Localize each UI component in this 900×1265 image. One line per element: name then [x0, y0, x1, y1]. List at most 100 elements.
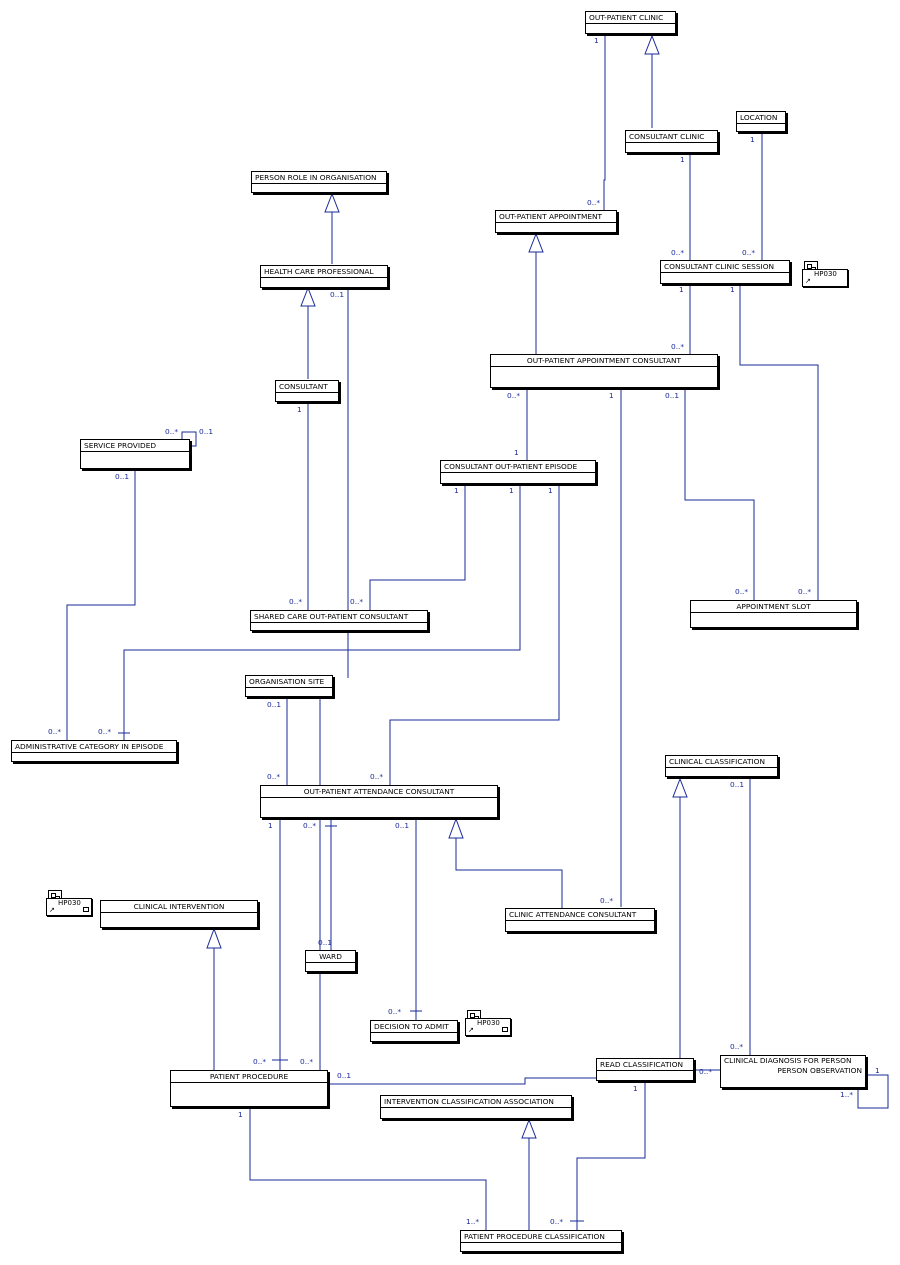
multiplicity: 0..* [671, 342, 685, 351]
entity-clinical-diagnosis-for-person[interactable]: CLINICAL DIAGNOSIS FOR PERSON PERSON OBS… [720, 1055, 866, 1088]
multiplicity: 0..* [300, 1057, 314, 1066]
multiplicity: 1 [609, 391, 614, 400]
entity-consultant-outpatient-episode[interactable]: CONSULTANT OUT-PATIENT EPISODE [440, 460, 596, 484]
gen-arrow [521, 1118, 537, 1139]
lock-icon [502, 1027, 508, 1032]
package-label: HP030 [58, 899, 81, 907]
gen-arrow [448, 817, 464, 839]
gen-arrow [528, 232, 544, 253]
entity-clinic-attendance-consultant[interactable]: CLINIC ATTENDANCE CONSULTANT [505, 908, 655, 932]
entity-consultant[interactable]: CONSULTANT [275, 380, 339, 402]
multiplicity: 1 [454, 486, 459, 495]
multiplicity: 0..1 [330, 290, 345, 299]
entity-label: READ CLASSIFICATION [597, 1059, 693, 1071]
entity-outpatient-appointment-consultant[interactable]: OUT-PATIENT APPOINTMENT CONSULTANT [490, 354, 718, 388]
entity-read-classification[interactable]: READ CLASSIFICATION [596, 1058, 694, 1081]
multiplicity: 1 [594, 36, 599, 45]
multiplicity: 0..* [388, 1007, 402, 1016]
shortcut-arrow-icon: ↗ [805, 277, 811, 285]
entity-intervention-classification-association[interactable]: INTERVENTION CLASSIFICATION ASSOCIATION [380, 1095, 572, 1119]
multiplicity: 0..* [48, 727, 62, 736]
entity-label: PATIENT PROCEDURE CLASSIFICATION [461, 1231, 621, 1243]
assoc-episode-opat [389, 484, 560, 785]
entity-consultant-clinic-session[interactable]: CONSULTANT CLINIC SESSION [660, 260, 790, 284]
entity-patient-procedure[interactable]: PATIENT PROCEDURE [170, 1070, 328, 1107]
entity-clinical-classification[interactable]: CLINICAL CLASSIFICATION [665, 755, 778, 777]
entity-label: OUT-PATIENT ATTENDANCE CONSULTANT [261, 786, 497, 798]
multiplicity: 0..1 [199, 427, 214, 436]
gen-cac-opat [455, 838, 563, 908]
entity-ward[interactable]: WARD [305, 950, 356, 972]
multiplicity: 0..* [253, 1057, 267, 1066]
entity-clinical-intervention[interactable]: CLINICAL INTERVENTION [100, 900, 258, 928]
multiplicity: 0..* [587, 198, 601, 207]
assoc-service-self [181, 431, 197, 447]
multiplicity: 1 [679, 285, 684, 294]
entity-shared-care-outpatient-consultant[interactable]: SHARED CARE OUT-PATIENT CONSULTANT [250, 610, 428, 631]
assoc-procedure-read [328, 1077, 596, 1085]
entity-label: WARD [306, 951, 355, 963]
entity-label: APPOINTMENT SLOT [691, 601, 856, 613]
assoc-session-slot [739, 285, 819, 600]
multiplicity: 1 [268, 821, 273, 830]
assoc-episode-admin [123, 484, 521, 740]
entity-label: CONSULTANT [276, 381, 338, 393]
entity-label: OUT-PATIENT CLINIC [586, 12, 675, 24]
entity-label: CLINIC ATTENDANCE CONSULTANT [506, 909, 654, 921]
entity-outpatient-clinic[interactable]: OUT-PATIENT CLINIC [585, 11, 676, 34]
multiplicity: 1 [297, 405, 302, 414]
package-icon-hp030[interactable]: HP030 ↗ [465, 1010, 511, 1036]
package-icon-hp030[interactable]: HP030 ↗ [802, 261, 848, 287]
entity-label: CLINICAL INTERVENTION [101, 901, 257, 913]
assoc-read-ppc [576, 1082, 646, 1230]
gen-arrow [644, 34, 660, 55]
entity-person-role-in-organisation[interactable]: PERSON ROLE IN ORGANISATION [251, 171, 387, 193]
multiplicity: 1 [633, 1084, 638, 1093]
assoc-procedure-ppc [249, 1107, 487, 1230]
gen-arrow [206, 927, 222, 949]
multiplicity: 0..1 [318, 938, 333, 947]
gen-arrow [672, 777, 688, 798]
shortcut-arrow-icon: ↗ [49, 906, 55, 914]
entity-label: SHARED CARE OUT-PATIENT CONSULTANT [251, 611, 427, 623]
multiplicity: 0..* [303, 821, 317, 830]
entity-outpatient-attendance-consultant[interactable]: OUT-PATIENT ATTENDANCE CONSULTANT [260, 785, 498, 818]
multiplicity: 0..* [165, 427, 179, 436]
multiplicity: 0..1 [730, 780, 745, 789]
multiplicity: 0..* [798, 587, 812, 596]
multiplicity: 0..* [730, 1042, 744, 1051]
entity-appointment-slot[interactable]: APPOINTMENT SLOT [690, 600, 857, 628]
entity-location[interactable]: LOCATION [736, 111, 786, 132]
entity-label: SERVICE PROVIDED [81, 440, 189, 452]
multiplicity: 0..* [600, 896, 614, 905]
multiplicity: 0..* [550, 1217, 564, 1226]
entity-service-provided[interactable]: SERVICE PROVIDED [80, 439, 190, 469]
entity-outpatient-appointment[interactable]: OUT-PATIENT APPOINTMENT [495, 210, 617, 233]
multiplicity: 1 [875, 1066, 880, 1075]
entity-administrative-category-in-episode[interactable]: ADMINISTRATIVE CATEGORY IN EPISODE [11, 740, 177, 762]
entity-label: OUT-PATIENT APPOINTMENT [496, 211, 616, 223]
package-icon-hp030[interactable]: HP030 ↗ [46, 890, 92, 916]
assoc-clinic-appointment [603, 36, 606, 210]
entity-decision-to-admit[interactable]: DECISION TO ADMIT [370, 1020, 458, 1042]
multiplicity: 0..* [289, 597, 303, 606]
lock-icon [83, 907, 89, 912]
entity-label: HEALTH CARE PROFESSIONAL [261, 266, 387, 278]
multiplicity: 0..* [699, 1067, 713, 1076]
entity-patient-procedure-classification[interactable]: PATIENT PROCEDURE CLASSIFICATION [460, 1230, 622, 1252]
multiplicity: 0..* [350, 597, 364, 606]
entity-organisation-site[interactable]: ORGANISATION SITE [245, 675, 333, 697]
entity-label: ORGANISATION SITE [246, 676, 332, 688]
entity-health-care-professional[interactable]: HEALTH CARE PROFESSIONAL [260, 265, 388, 288]
entity-label: CONSULTANT CLINIC [626, 131, 717, 143]
entity-label: PERSON ROLE IN ORGANISATION [252, 172, 386, 184]
multiplicity: 0..* [267, 772, 281, 781]
multiplicity: 0..1 [665, 391, 680, 400]
entity-label: CLINICAL DIAGNOSIS FOR PERSON PERSON OBS… [721, 1056, 865, 1076]
entity-label: ADMINISTRATIVE CATEGORY IN EPISODE [12, 741, 176, 753]
entity-consultant-clinic[interactable]: CONSULTANT CLINIC [625, 130, 718, 153]
entity-label-line1: CLINICAL DIAGNOSIS FOR PERSON [724, 1056, 852, 1065]
assoc-diagnosis-self [857, 1074, 889, 1109]
multiplicity: 1 [548, 486, 553, 495]
